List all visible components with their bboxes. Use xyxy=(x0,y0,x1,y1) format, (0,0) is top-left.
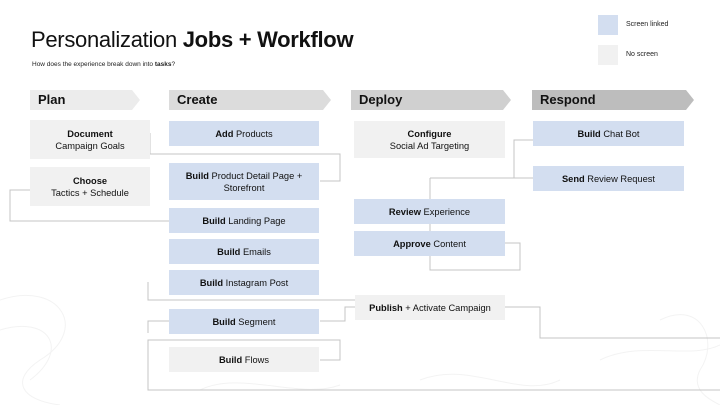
task-send-review-rest: Review Request xyxy=(584,173,655,184)
phase-respond-label: Respond xyxy=(540,92,596,107)
legend-swatch-none xyxy=(598,45,618,65)
task-build-segment-rest: Segment xyxy=(235,316,276,327)
task-document-bold: Document xyxy=(67,128,113,139)
legend-label-linked: Screen linked xyxy=(626,21,669,28)
task-build-landing-rest: Landing Page xyxy=(225,215,286,226)
task-build-landing-bold: Build xyxy=(202,215,226,226)
task-chat-bot-rest: Chat Bot xyxy=(600,128,640,139)
phase-create-label: Create xyxy=(177,92,218,107)
phase-plan-arrow xyxy=(30,90,140,110)
connector-configure-to-respond xyxy=(430,139,533,179)
task-publish-bold: Publish xyxy=(369,302,403,313)
connector-document-to-pdp xyxy=(149,133,341,182)
task-publish-rest: + Activate Campaign xyxy=(402,302,491,313)
task-send-review-request[interactable]: Send Review Request xyxy=(533,166,684,191)
task-build-emails-rest: Emails xyxy=(240,246,271,257)
task-add-products[interactable]: Add Products xyxy=(169,121,319,146)
task-choose-rest: Tactics + Schedule xyxy=(51,187,129,198)
task-review-rest: Experience xyxy=(420,206,471,217)
task-configure-rest: Social Ad Targeting xyxy=(389,140,470,151)
connector-flows-loop xyxy=(147,339,720,391)
phase-plan: Plan xyxy=(30,90,140,110)
task-build-chat-bot[interactable]: Build Chat Bot xyxy=(533,121,684,146)
phase-deploy-arrow xyxy=(351,90,511,110)
task-build-segment[interactable]: Build Segment xyxy=(169,309,319,334)
task-build-instagram-post[interactable]: Build Instagram Post xyxy=(169,270,319,295)
task-review-bold: Review xyxy=(388,206,421,217)
legend-label-none: No screen xyxy=(626,51,658,58)
phase-create-arrow xyxy=(169,90,331,110)
task-build-instagram-bold: Build xyxy=(199,277,224,288)
connector-instagram-to-publish xyxy=(147,282,355,301)
task-send-review-bold: Send xyxy=(561,173,585,184)
connector-publish-to-end xyxy=(505,306,720,339)
task-build-landing-page[interactable]: Build Landing Page xyxy=(169,208,319,233)
task-build-product-detail-page[interactable]: Build Product Detail Page + Storefront xyxy=(169,163,319,200)
connector-choose-to-landing xyxy=(9,189,220,222)
legend-swatch-linked xyxy=(598,15,618,35)
task-build-flows-rest: Flows xyxy=(242,354,270,365)
phase-deploy-label: Deploy xyxy=(359,92,403,107)
task-build-flows[interactable]: Build Flows xyxy=(169,347,319,372)
task-build-segment-bold: Build xyxy=(212,316,236,327)
task-build-emails[interactable]: Build Emails xyxy=(169,239,319,264)
phase-respond-arrow xyxy=(532,90,694,110)
task-add-products-rest: Products xyxy=(233,128,273,139)
task-build-instagram-rest: Instagram Post xyxy=(223,277,289,288)
task-approve-bold: Approve xyxy=(393,238,431,249)
connector-deploy-to-publish xyxy=(429,178,521,271)
phase-create: Create xyxy=(169,90,331,110)
phase-respond: Respond xyxy=(532,90,694,110)
task-publish-activate-campaign[interactable]: Publish + Activate Campaign xyxy=(355,295,505,320)
phase-plan-label: Plan xyxy=(38,92,66,107)
task-configure-bold: Configure xyxy=(407,128,452,139)
task-add-products-bold: Add xyxy=(215,128,234,139)
task-approve-rest: Content xyxy=(430,238,466,249)
page-subtitle: How does the experience break down into … xyxy=(32,61,176,68)
task-build-pdp-bold: Build xyxy=(185,170,209,181)
task-choose-bold: Choose xyxy=(72,175,108,186)
task-build-flows-bold: Build xyxy=(218,354,243,365)
phase-deploy: Deploy xyxy=(351,90,511,110)
task-build-emails-bold: Build xyxy=(217,246,241,257)
page-title: Personalization Jobs + Workflow xyxy=(31,27,354,52)
task-document-rest: Campaign Goals xyxy=(55,140,125,151)
task-chat-bot-bold: Build xyxy=(577,128,601,139)
task-review-experience[interactable]: Review Experience xyxy=(354,199,505,224)
task-approve-content[interactable]: Approve Content xyxy=(354,231,505,256)
connector-segment-to-publish xyxy=(147,306,355,333)
task-build-pdp-rest: Product Detail Page + Storefront xyxy=(208,170,303,193)
